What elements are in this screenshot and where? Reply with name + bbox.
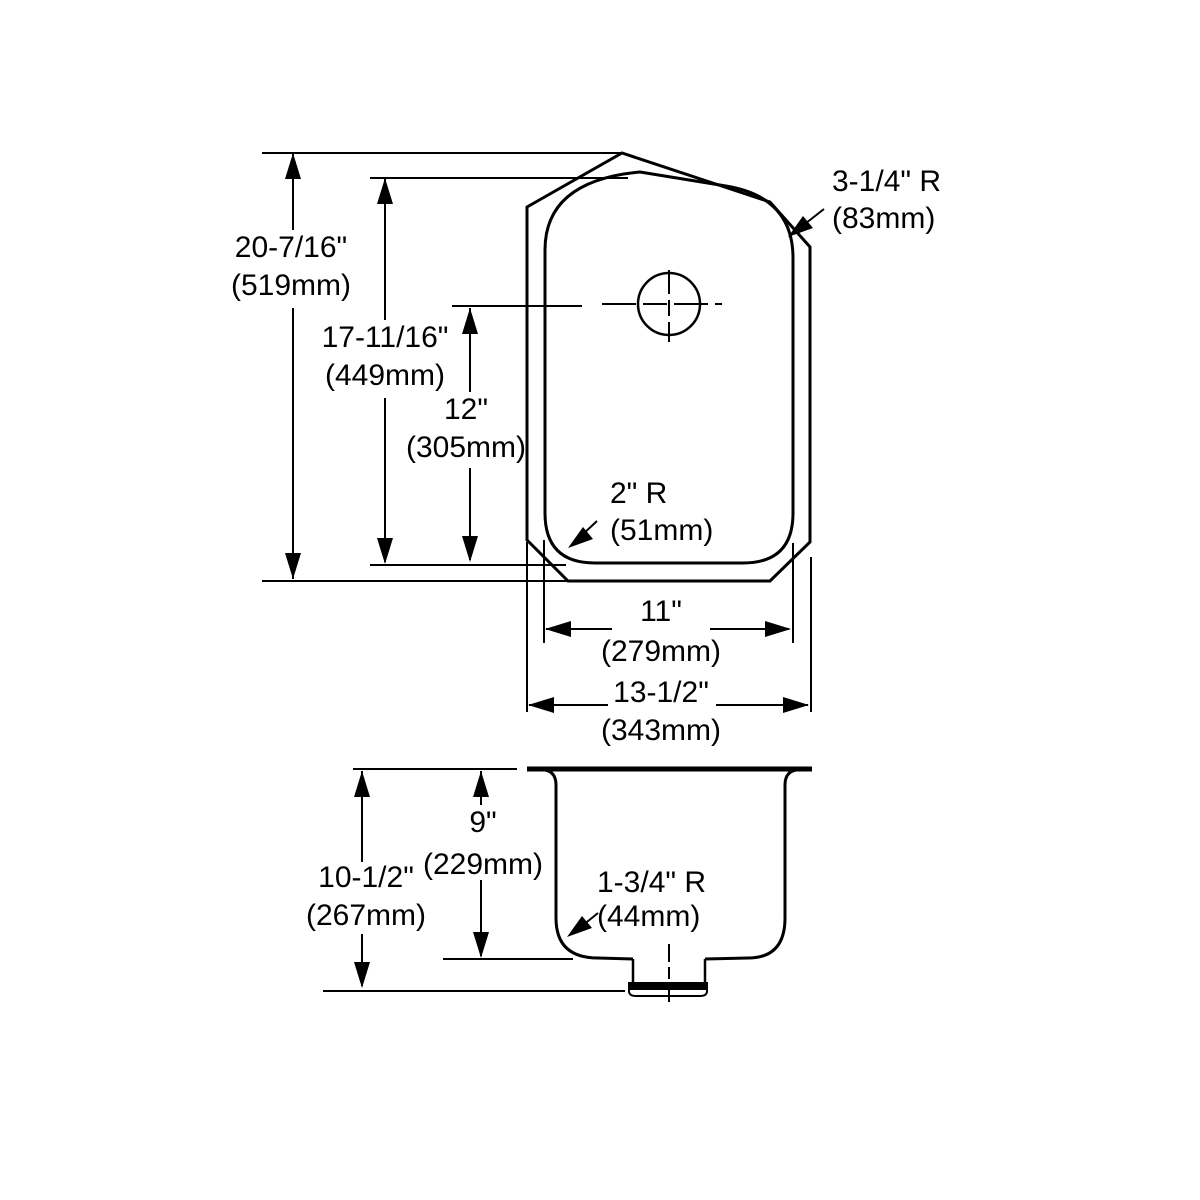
dimension-lines-top-view bbox=[292, 153, 825, 706]
dimension-label-overall-depth: 10-1/2" (267mm) bbox=[306, 859, 426, 935]
arrowheads-side-view bbox=[354, 771, 592, 988]
dimension-mm: (229mm) bbox=[422, 848, 544, 881]
arrowheads-top-view bbox=[285, 153, 813, 713]
side-view bbox=[323, 766, 812, 1006]
dimension-inches: 9" bbox=[469, 806, 497, 839]
radius-mm: (44mm) bbox=[597, 900, 701, 933]
radius-label-bottom: 1-3/4" R (44mm) bbox=[597, 866, 706, 934]
top-view bbox=[262, 151, 825, 713]
arrow-up-overall-length bbox=[285, 153, 301, 179]
dimension-inches: 10-1/2" bbox=[318, 861, 414, 894]
dimension-mm: (305mm) bbox=[405, 431, 527, 464]
dimension-label-bowl-depth: 9" (229mm) bbox=[423, 802, 543, 886]
radius-inches: 2" R bbox=[610, 477, 668, 510]
arrow-up-overall-depth bbox=[354, 771, 370, 797]
dimension-mm: (279mm) bbox=[600, 635, 722, 668]
arrow-down-faucet-offset bbox=[462, 536, 478, 562]
bowl-section-outline bbox=[544, 768, 797, 961]
arrow-left-overall-width bbox=[528, 697, 554, 713]
bowl-wall-left bbox=[544, 768, 634, 961]
outer-rim-outline bbox=[525, 151, 812, 583]
arrow-down-overall-depth bbox=[354, 962, 370, 988]
bowl-wall-right bbox=[704, 768, 797, 961]
bowl-outline bbox=[543, 170, 795, 565]
dimension-mm: (519mm) bbox=[230, 269, 352, 302]
dimension-label-faucet-offset: 12" (305mm) bbox=[406, 391, 526, 467]
dimension-inches: 17-11/16" bbox=[321, 321, 449, 354]
arrow-up-faucet-offset bbox=[462, 308, 478, 334]
sink-outlines-top-view bbox=[525, 151, 812, 583]
dimension-inches: 20-7/16" bbox=[234, 231, 348, 264]
radius-mm: (83mm) bbox=[832, 202, 936, 235]
extension-lines-side-view bbox=[323, 768, 625, 992]
dimension-label-bowl-width: 11" (279mm) bbox=[601, 592, 721, 672]
dimension-inches: 12" bbox=[443, 393, 489, 426]
radius-mm: (51mm) bbox=[610, 514, 714, 547]
arrow-down-bowl-depth bbox=[473, 932, 489, 958]
arrow-right-overall-width bbox=[783, 697, 809, 713]
arrow-up-bowl-length bbox=[377, 178, 393, 204]
arrow-right-bowl-width bbox=[765, 621, 791, 637]
radius-inches: 3-1/4" R bbox=[832, 165, 942, 198]
arrow-corner-radius-large bbox=[788, 216, 813, 237]
radius-label-corner-large: 3-1/4" R (83mm) bbox=[832, 163, 941, 237]
arrow-bottom-radius bbox=[567, 916, 592, 937]
radius-inches: 1-3/4" R bbox=[597, 866, 707, 899]
drain-flange bbox=[628, 988, 708, 997]
dimension-label-overall-length: 20-7/16" (519mm) bbox=[231, 229, 351, 305]
drain bbox=[628, 944, 708, 1006]
dimension-mm: (267mm) bbox=[305, 899, 427, 932]
arrow-down-overall-length bbox=[285, 553, 301, 579]
radius-label-corner-small: 2" R (51mm) bbox=[610, 475, 713, 549]
dimension-inches: 13-1/2" bbox=[613, 676, 709, 709]
dimension-label-bowl-length: 17-11/16" (449mm) bbox=[322, 319, 449, 395]
arrow-up-bowl-depth bbox=[473, 771, 489, 797]
arrow-down-bowl-length bbox=[377, 538, 393, 564]
dimension-inches: 11" bbox=[640, 595, 682, 628]
dimension-label-overall-width: 13-1/2" (343mm) bbox=[601, 674, 721, 750]
arrow-left-bowl-width bbox=[545, 621, 571, 637]
faucet-hole bbox=[602, 270, 722, 342]
arrow-corner-radius-small bbox=[568, 527, 593, 548]
dimension-mm: (343mm) bbox=[600, 714, 722, 747]
dimension-mm: (449mm) bbox=[324, 359, 446, 392]
